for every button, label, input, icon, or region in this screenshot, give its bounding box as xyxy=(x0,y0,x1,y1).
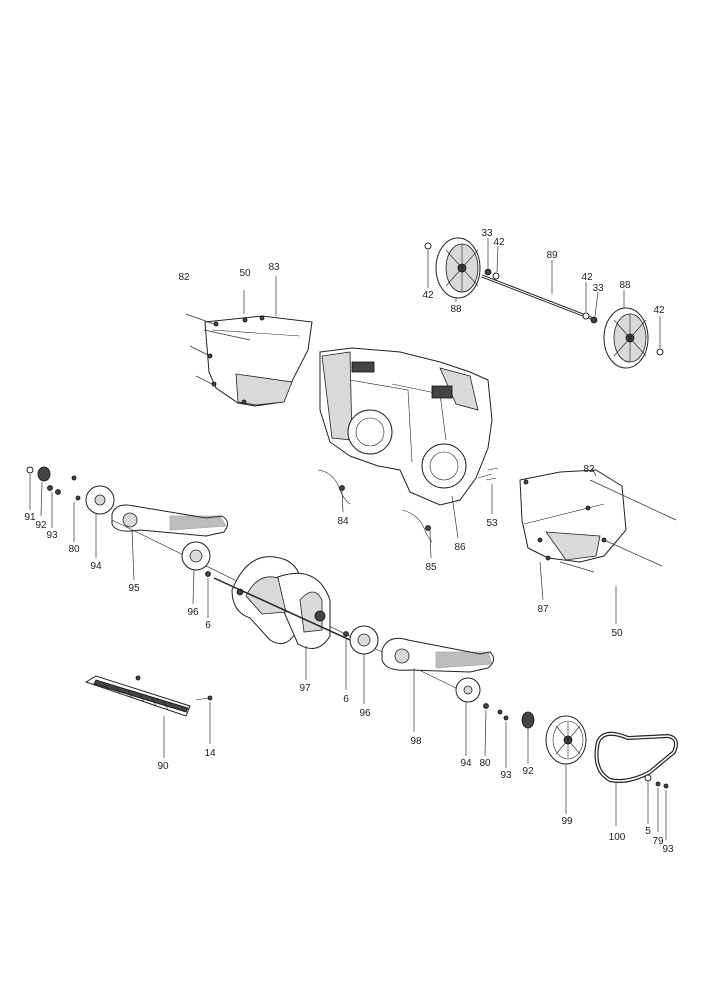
label-6-right: 6 xyxy=(343,694,349,705)
flange-96-left xyxy=(181,541,211,618)
label-82-left: 82 xyxy=(178,272,190,283)
cable-85 xyxy=(401,509,433,559)
label-98: 98 xyxy=(410,736,422,747)
right-bearing-stack xyxy=(455,677,535,768)
label-42-top-left: 42 xyxy=(422,290,434,301)
cable-84 xyxy=(317,469,351,513)
label-93-left: 93 xyxy=(46,530,58,541)
label-99: 99 xyxy=(561,816,573,827)
label-96-left: 96 xyxy=(187,607,199,618)
label-85: 85 xyxy=(425,562,437,573)
label-33-right: 33 xyxy=(592,283,604,294)
right-chain-case-98 xyxy=(381,637,494,732)
label-89: 89 xyxy=(546,250,558,261)
right-side-cover xyxy=(519,467,677,624)
label-90: 90 xyxy=(157,761,169,772)
label-94-left: 94 xyxy=(90,561,102,572)
clip-42-inner-left xyxy=(492,272,500,280)
label-82-right: 82 xyxy=(583,464,595,475)
drive-belt-100 xyxy=(594,731,678,826)
label-14: 14 xyxy=(204,748,216,759)
wheel-right xyxy=(603,307,649,369)
cap-nut-42-right xyxy=(656,348,664,356)
axle xyxy=(481,274,597,322)
left-bearing-stack xyxy=(26,466,115,558)
cap-nut-42-left xyxy=(424,242,432,250)
bolt-53 xyxy=(485,467,499,514)
label-88-left: 88 xyxy=(450,304,462,315)
left-side-cover xyxy=(185,276,313,407)
label-80-left: 80 xyxy=(68,544,80,555)
label-93-pulley: 93 xyxy=(662,844,674,855)
label-97: 97 xyxy=(299,683,311,694)
label-83: 83 xyxy=(268,262,280,273)
pulley-fasteners xyxy=(644,774,669,840)
label-42-inner-right: 42 xyxy=(581,272,593,283)
label-50-right: 50 xyxy=(611,628,623,639)
label-33-left: 33 xyxy=(481,228,493,239)
label-86: 86 xyxy=(454,542,466,553)
label-5: 5 xyxy=(645,826,651,837)
right-drive-shaft-parts xyxy=(343,625,379,704)
washer-33-left xyxy=(484,268,492,276)
part-labels: 91 92 93 80 94 95 96 6 97 6 96 98 94 80 … xyxy=(24,228,674,855)
scraper-bar xyxy=(84,675,191,758)
screw-14 xyxy=(195,695,213,744)
label-42-right: 42 xyxy=(653,305,665,316)
label-94-right: 94 xyxy=(460,758,472,769)
label-80-right: 80 xyxy=(479,758,491,769)
label-92-left: 92 xyxy=(35,520,47,531)
main-housing xyxy=(319,347,493,506)
label-50-left: 50 xyxy=(239,268,251,279)
label-87: 87 xyxy=(537,604,549,615)
washer-33-right xyxy=(590,316,598,324)
label-79: 79 xyxy=(652,836,664,847)
label-6-left: 6 xyxy=(205,620,211,631)
label-100: 100 xyxy=(609,832,626,843)
label-84: 84 xyxy=(337,516,349,527)
label-53: 53 xyxy=(486,518,498,529)
label-93-right: 93 xyxy=(500,770,512,781)
label-96-right: 96 xyxy=(359,708,371,719)
label-95: 95 xyxy=(128,583,140,594)
leader-86 xyxy=(451,495,459,539)
pulley-99 xyxy=(545,715,587,814)
label-42-inner-left: 42 xyxy=(493,237,505,248)
wheel-left xyxy=(435,237,481,299)
auger-rotor xyxy=(213,556,351,680)
clip-42-inner-right xyxy=(582,312,590,320)
label-91: 91 xyxy=(24,512,36,523)
label-92-right: 92 xyxy=(522,766,534,777)
label-88-right: 88 xyxy=(619,280,631,291)
